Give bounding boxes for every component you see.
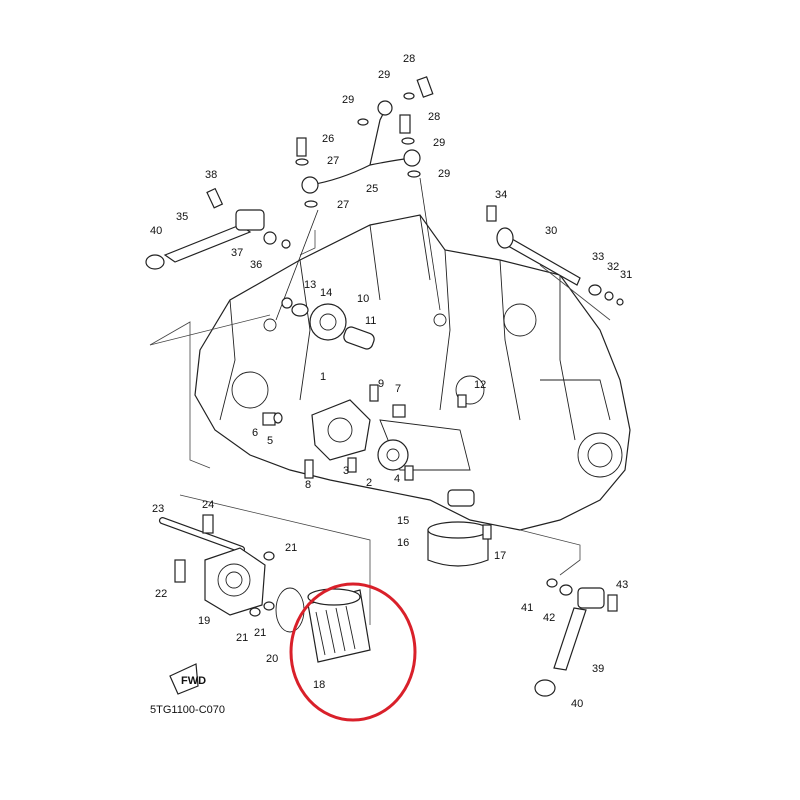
callout-28: 28 [428,111,440,123]
callout-33: 33 [592,251,604,263]
callout-4: 4 [394,473,400,485]
oil-pump-assembly [262,297,467,481]
callout-8: 8 [305,479,311,491]
callout-43: 43 [616,579,628,591]
callout-14: 14 [320,287,332,299]
oil-filter-element [307,588,371,663]
highlight-circle [289,582,417,722]
callout-labels: 28 29 29 28 26 29 27 25 29 27 38 35 40 3… [150,53,632,710]
callout-9: 9 [378,378,384,390]
callout-38: 38 [205,169,217,181]
callout-27: 27 [327,155,339,167]
callout-32: 32 [607,261,619,273]
callout-28: 28 [403,53,415,65]
callout-30: 30 [545,225,557,237]
callout-1: 1 [320,371,326,383]
callout-12: 12 [474,379,486,391]
oil-pipe-lower-right [534,578,618,697]
reference-frame [149,230,611,625]
callout-23: 23 [152,503,164,515]
fwd-arrow-icon: FWD [169,663,206,695]
callout-24: 24 [202,499,214,511]
callout-22: 22 [155,588,167,600]
callout-25: 25 [366,183,378,195]
callout-29: 29 [342,94,354,106]
callout-26: 26 [322,133,334,145]
callout-6: 6 [252,427,258,439]
callout-42: 42 [543,612,555,624]
oil-pipe-left [145,187,291,270]
callout-37: 37 [231,247,243,259]
callout-5: 5 [267,435,273,447]
callout-40: 40 [150,225,162,237]
oil-filter-cover [158,514,305,633]
callout-21: 21 [236,632,248,644]
callout-10: 10 [357,293,369,305]
callout-3: 3 [343,465,349,477]
callout-34: 34 [495,189,507,201]
callout-21: 21 [285,542,297,554]
callout-29: 29 [378,69,390,81]
fwd-label: FWD [181,675,206,687]
diagram-code: 5TG1100-C070 [150,704,225,716]
callout-2: 2 [366,477,372,489]
engine-crankcase [194,214,631,531]
callout-39: 39 [592,663,604,675]
callout-35: 35 [176,211,188,223]
callout-20: 20 [266,653,278,665]
callout-29: 29 [438,168,450,180]
callout-19: 19 [198,615,210,627]
callout-15: 15 [397,515,409,527]
callout-13: 13 [304,279,316,291]
callout-41: 41 [521,602,533,614]
oil-strainer [427,489,492,567]
callout-16: 16 [397,537,409,549]
callout-40: 40 [571,698,583,710]
callout-21: 21 [254,627,266,639]
callout-7: 7 [395,383,401,395]
callout-36: 36 [250,259,262,271]
oil-delivery-pipe-upper [275,76,441,321]
callout-11: 11 [365,315,376,327]
oil-hose-right [486,205,624,306]
callout-29: 29 [433,137,445,149]
callout-31: 31 [620,269,632,281]
callout-27: 27 [337,199,349,211]
callout-17: 17 [494,550,506,562]
callout-18: 18 [313,679,325,691]
